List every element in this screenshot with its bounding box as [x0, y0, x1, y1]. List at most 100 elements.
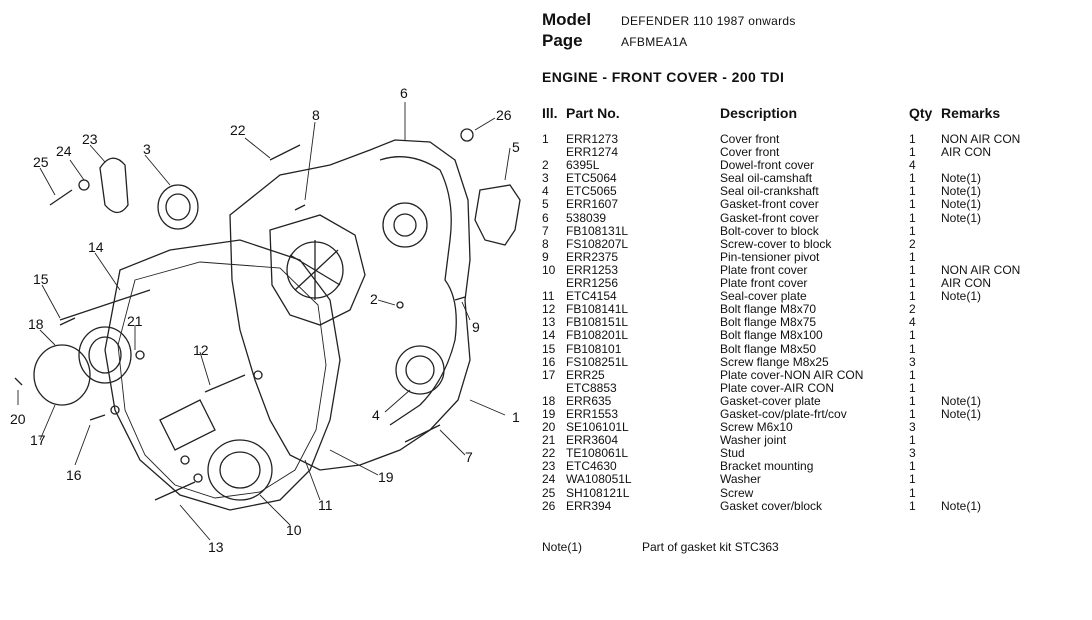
cell-description: Washer joint: [720, 433, 787, 448]
cell-ill: 6: [542, 210, 549, 225]
callout-7: 7: [465, 449, 473, 465]
cell-remarks: NON AIR CON: [941, 262, 1021, 277]
pin-9: [454, 296, 466, 301]
cell-remarks: [941, 329, 1081, 342]
cell-qty: 4: [909, 315, 916, 330]
col-qty: Qty: [909, 105, 933, 121]
cell-qty: 3: [909, 420, 916, 435]
col-ill: Ill.: [542, 105, 558, 121]
cell-part-no: ETC8853: [566, 380, 617, 395]
cell-part-no: ERR2375: [566, 249, 619, 264]
cell-remarks: Note(1): [941, 197, 982, 212]
cell-description: Gasket-cov/plate-frt/cov: [720, 406, 847, 421]
cell-description: Screw-cover to block: [720, 236, 832, 251]
cell-ill: 8: [542, 236, 549, 251]
bolt-14: [59, 289, 151, 321]
front-cover-outline: [229, 139, 471, 471]
cell-qty: 1: [909, 367, 916, 382]
callout-14: 14: [88, 239, 104, 255]
cell-qty: 1: [909, 132, 916, 146]
cell-description: Bolt-cover to block: [720, 223, 819, 238]
cell-ill: 7: [542, 223, 549, 238]
cell-part-no: FB108141L: [566, 302, 629, 317]
bolt-16: [89, 414, 106, 421]
cell-part-no: ERR3604: [566, 433, 619, 448]
cell-part-no: FS108207L: [566, 236, 629, 251]
cell-part-no: ETC4154: [566, 289, 617, 304]
exploded-diagram: 6 8 26 5 22 23 24 25 3 14 15 18 21 12 2 …: [0, 0, 530, 620]
cell-description: Screw flange M8x25: [720, 354, 829, 369]
cell-description: Seal oil-camshaft: [720, 171, 813, 186]
screw-8: [294, 204, 306, 211]
cell-description: Stud: [720, 446, 745, 461]
cell-qty: 1: [909, 433, 916, 448]
cell-remarks: AIR CON: [941, 276, 992, 291]
callout-18: 18: [28, 316, 44, 332]
cell-part-no: SH108121L: [566, 485, 630, 500]
footnote-label: Note(1): [542, 539, 583, 554]
cell-part-no: FB108151L: [566, 315, 629, 330]
washer-26: [460, 128, 474, 142]
seal-cover-plate-11: [207, 439, 273, 501]
cell-description: Cover front: [720, 145, 780, 160]
footnote-text: Part of gasket kit STC363: [642, 539, 779, 554]
callout-3: 3: [143, 141, 151, 157]
cell-part-no: ERR635: [566, 393, 612, 408]
cell-qty: 1: [909, 393, 916, 408]
cell-remarks: [941, 238, 1081, 251]
page-label: Page: [542, 31, 583, 50]
cell-qty: 1: [909, 498, 916, 513]
cell-part-no: ERR1256: [566, 276, 619, 291]
cell-description: Dowel-front cover: [720, 158, 815, 173]
cell-ill: 4: [542, 184, 549, 199]
cell-ill: 20: [542, 420, 556, 435]
callout-22: 22: [230, 122, 246, 138]
cell-description: Seal oil-crankshaft: [720, 184, 819, 199]
cell-ill: 13: [542, 315, 556, 330]
plate-cover-17: [33, 344, 91, 406]
cell-remarks: Note(1): [941, 184, 982, 199]
cell-ill: 19: [542, 406, 556, 421]
callout-24: 24: [56, 143, 72, 159]
cell-description: Pin-tensioner pivot: [720, 249, 820, 264]
cell-remarks: [941, 369, 1081, 382]
cell-qty: 3: [909, 446, 916, 461]
callout-16: 16: [66, 467, 82, 483]
cell-remarks: [941, 382, 1081, 395]
screw-25: [49, 189, 73, 206]
cell-part-no: ETC5065: [566, 184, 617, 199]
model-label: Model: [542, 10, 592, 29]
cell-part-no: 6395L: [566, 158, 600, 173]
cell-remarks: [941, 343, 1081, 356]
cell-part-no: FB108201L: [566, 328, 629, 343]
cell-remarks: [941, 225, 1081, 238]
callout-10: 10: [286, 522, 302, 538]
cell-qty: 1: [909, 341, 916, 356]
cell-qty: 1: [909, 485, 916, 500]
cell-remarks: AIR CON: [941, 145, 992, 160]
cell-part-no: ETC5064: [566, 171, 617, 186]
cell-qty: 1: [909, 184, 916, 199]
callout-11: 11: [318, 497, 333, 513]
cell-qty: 1: [909, 210, 916, 225]
cell-qty: 1: [909, 459, 916, 474]
callout-4: 4: [372, 407, 380, 423]
cell-description: Gasket cover/block: [720, 498, 823, 513]
cell-qty: 1: [909, 328, 916, 343]
cell-description: Bolt flange M8x70: [720, 302, 817, 317]
